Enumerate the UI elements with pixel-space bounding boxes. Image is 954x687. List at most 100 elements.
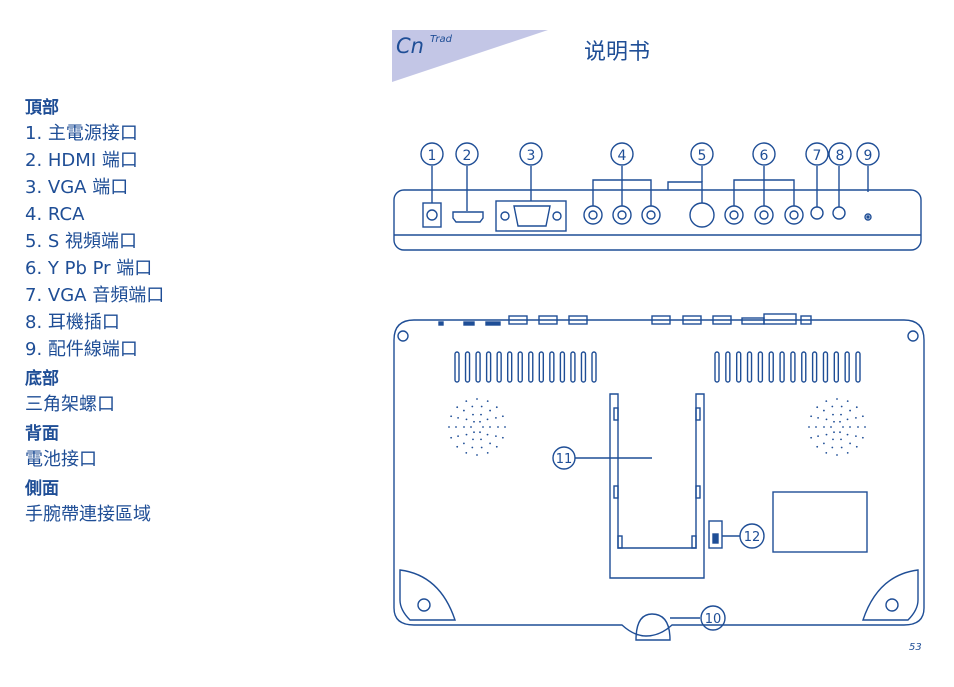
speaker-dot [489, 442, 491, 445]
speaker-dot [846, 400, 849, 403]
list-item: 7. VGA 音頻端口 [25, 285, 165, 306]
vent-slot [591, 351, 597, 383]
speaker-dot [472, 413, 474, 416]
speaker-dot [456, 445, 459, 448]
speaker-dot [482, 426, 484, 428]
speaker-dot [480, 413, 482, 416]
list-item: 1. 主電源接口 [25, 123, 138, 144]
speaker-dot [832, 438, 834, 441]
callout-label: 3 [527, 148, 536, 164]
speaker-dot [833, 431, 835, 434]
speaker-dot [849, 409, 851, 412]
vent-slot [570, 351, 576, 383]
speaker-dot [810, 436, 813, 439]
speaker-dot [833, 420, 835, 423]
vent-slot [757, 351, 764, 383]
list-item: 3. VGA 端口 [25, 177, 129, 198]
speaker-dot [495, 445, 498, 448]
speaker-dot [465, 451, 468, 454]
speaker-dot [495, 416, 497, 419]
vent-slot [580, 351, 587, 383]
vent-slot [855, 351, 861, 383]
speaker-dot [457, 416, 459, 419]
speaker-dot [480, 438, 482, 441]
list-item: 9. 配件線端口 [25, 339, 138, 360]
speaker-dot [830, 426, 832, 428]
speaker-dot [463, 442, 465, 445]
top-callouts: 1 2 3 4 5 6 7 8 9 [420, 142, 880, 166]
speaker-dot [472, 438, 474, 441]
list-item: 4. RCA [25, 204, 85, 225]
speaker-dot [816, 445, 819, 448]
speaker-dot [846, 433, 849, 436]
tripod-mount [635, 613, 671, 641]
top-view-device [393, 166, 922, 251]
speaker-dot [463, 426, 465, 428]
speaker-dot [842, 426, 844, 428]
speaker-dot [471, 405, 474, 408]
list-item: 8. 耳機插口 [25, 312, 120, 333]
vent-slot [549, 351, 555, 383]
list-item: 三角架螺口 [25, 394, 115, 415]
speaker-dot [810, 415, 813, 418]
speaker-dot [832, 413, 834, 416]
language-code: Cn [396, 34, 424, 58]
callout-label: 8 [836, 148, 845, 164]
speaker-dot [463, 409, 465, 412]
speaker-dot [823, 409, 825, 412]
list-item: 6. Y Pb Pr 端口 [25, 258, 153, 279]
vent-slot [714, 351, 720, 383]
language-tab-background [392, 30, 548, 82]
speaker-dot [836, 454, 838, 456]
vent-slot [559, 351, 566, 383]
speaker-grilles [448, 398, 866, 456]
speaker-dot [839, 420, 841, 423]
list-item: 電池接口 [25, 449, 97, 470]
speaker-dot [846, 418, 849, 421]
section-title-top: 頂部 [25, 98, 59, 118]
speaker-dot [823, 442, 825, 445]
speaker-dot [836, 398, 838, 400]
vent-slot [790, 351, 796, 383]
speaker-dot [486, 418, 489, 421]
speaker-dot [840, 446, 843, 449]
speaker-dot [495, 406, 498, 409]
speaker-dot [846, 451, 849, 454]
speaker-dot [823, 426, 825, 428]
speaker-dot [471, 446, 474, 449]
vent-slot [496, 351, 502, 383]
speaker-dot [448, 426, 450, 428]
speaker-dot [861, 415, 864, 418]
vent-slot [506, 351, 513, 383]
vent-slot [485, 351, 492, 383]
speaker-dot [504, 426, 506, 428]
vent-slot [528, 351, 534, 383]
accessory-port [864, 213, 872, 221]
vent-slot [725, 351, 731, 383]
speaker-dot [831, 405, 834, 408]
rca-port [583, 205, 603, 225]
vent-slot [464, 351, 471, 383]
speaker-dot [495, 435, 497, 438]
speaker-dot [825, 433, 828, 436]
speaker-dot [861, 436, 864, 439]
ypbpr-port [754, 205, 774, 225]
speaker-dot [501, 415, 504, 418]
speaker-dot [479, 431, 481, 434]
page-number: 53 [909, 642, 922, 653]
speaker-dot [855, 416, 857, 419]
rca-port [641, 205, 661, 225]
callout-label: 4 [618, 148, 627, 164]
callout-label: 11 [556, 452, 573, 467]
speaker-dot [476, 454, 478, 456]
speaker-dot [486, 451, 489, 454]
vent-slot [811, 351, 818, 383]
callout-label: 6 [760, 148, 769, 164]
callout-label: 5 [698, 148, 707, 164]
speaker-dot [857, 426, 859, 428]
rca-port [612, 205, 632, 225]
section-title-side: 側面 [25, 479, 59, 499]
speaker-dot [831, 446, 834, 449]
callout-label: 9 [864, 148, 873, 164]
speaker-dot [808, 426, 810, 428]
